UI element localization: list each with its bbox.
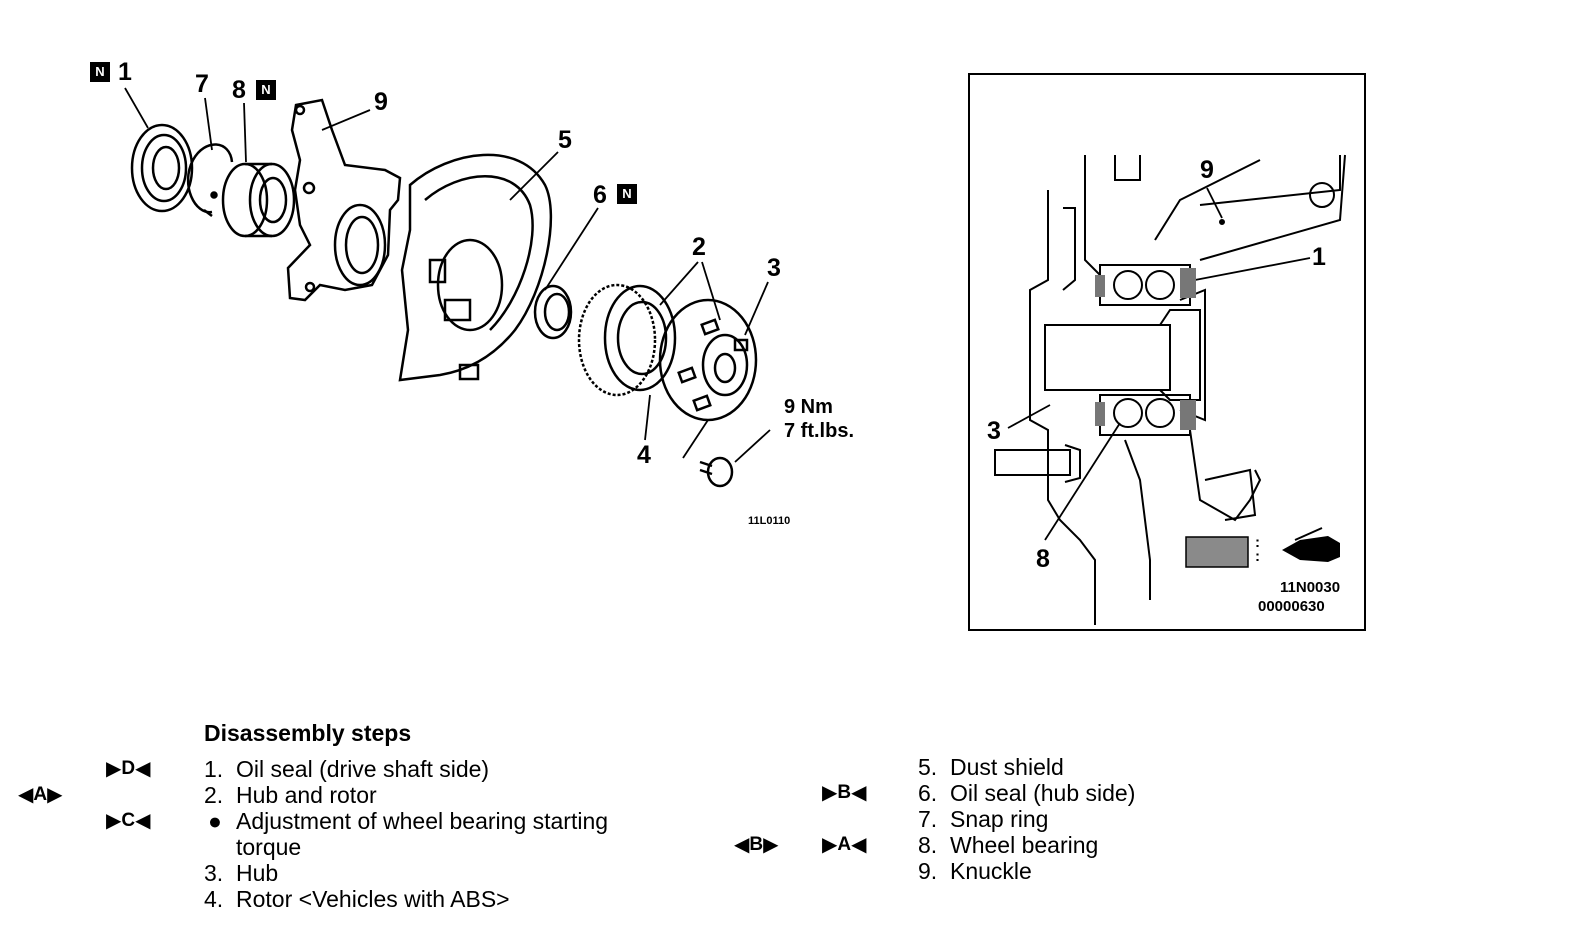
step-9: 9.Knuckle [918,858,1032,884]
knuckle-drawing [286,98,402,302]
step-8: 8.Wheel bearing [918,832,1099,858]
step-adjustment-cont: torque [236,834,302,860]
callout-1: 1 [118,58,132,86]
snap-ring-drawing [186,143,234,214]
section-callout-8: 8 [1036,545,1050,573]
installation-mark-b: ▶B◀ [822,782,867,804]
callout-9: 9 [374,88,388,116]
installation-mark-d: ▶D◀ [106,758,151,780]
new-part-mark: N [617,184,637,204]
section-figure-id: 00000630 [1258,598,1325,615]
step-3: 3.Hub [204,860,279,886]
section-callout-9: 9 [1200,156,1214,184]
callout-6: 6 [593,181,607,209]
step-4: 4.Rotor <Vehicles with ABS> [204,886,510,912]
step-5: 5.Dust shield [918,754,1064,780]
callout-7: 7 [195,70,209,98]
section-figure-code: 11N0030 [1280,579,1341,596]
callout-5: 5 [558,126,572,154]
removal-mark-a: ◀A▶ [18,784,63,806]
step-2: 2.Hub and rotor [204,782,377,808]
step-1: 1.Oil seal (drive shaft side) [204,756,490,782]
oil-seal-hub-side-drawing [533,284,573,340]
callout-2: 2 [692,233,706,261]
disassembly-heading: Disassembly steps [204,720,412,746]
leader-lines [124,87,771,463]
grease-swatch [1185,536,1249,568]
step-6: 6.Oil seal (hub side) [918,780,1136,806]
grease-tube-icon [1282,527,1340,562]
hub-bolt-drawing [699,456,734,488]
wheel-bearing-drawing [221,162,296,238]
legend-separator: : [1255,548,1260,565]
rotor-drawing [577,283,677,397]
torque-imperial: 7 ft.lbs. [784,420,855,442]
torque-metric: 9 Nm [784,396,833,418]
step-7: 7.Snap ring [918,806,1049,832]
removal-mark-b: ◀B▶ [734,834,779,856]
dust-shield-drawing [398,153,553,382]
installation-mark-a: ▶A◀ [822,834,867,856]
installation-mark-c: ▶C◀ [106,810,151,832]
step-adjustment: ●Adjustment of wheel bearing starting [208,808,609,834]
oil-seal-drive-shaft-side-drawing [130,123,194,213]
callout-4: 4 [637,441,651,469]
exploded-figure-code: 11L0110 [748,515,791,527]
legend-separator: : [1255,534,1260,551]
section-callout-3: 3 [987,417,1001,445]
section-callout-1: 1 [1312,243,1326,271]
section-view-frame [968,73,1366,631]
new-part-mark: N [90,62,110,82]
callout-8: 8 [232,76,246,104]
new-part-mark: N [256,80,276,100]
callout-3: 3 [767,254,781,282]
